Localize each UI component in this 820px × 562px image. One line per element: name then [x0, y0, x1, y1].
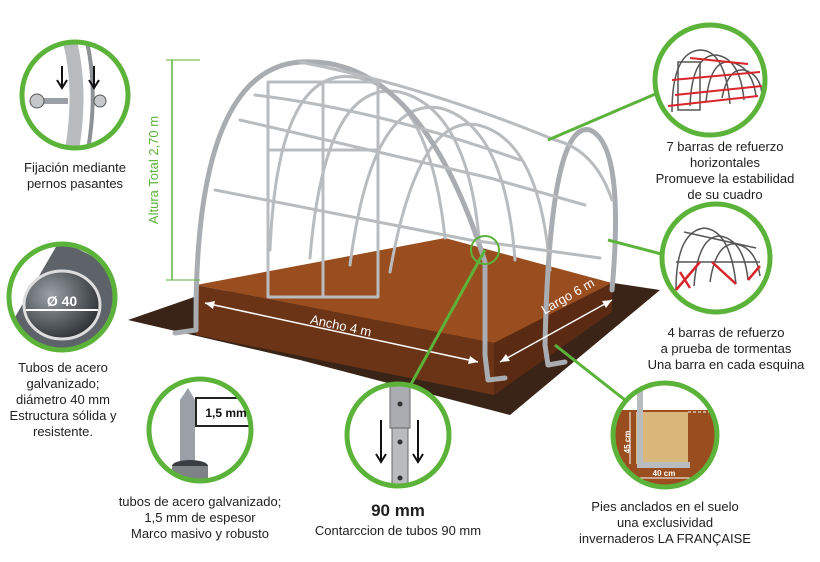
caption-contraction: 90 mm Contarccion de tubos 90 mm [300, 501, 496, 539]
storm-bars-illustration [675, 227, 761, 291]
caption-line: horizontales [689, 155, 761, 170]
soil-bed-side [494, 283, 612, 395]
contraction-illustration [375, 384, 424, 486]
caption-line: Tubos de acero [18, 360, 108, 375]
caption-thickness: tubos de acero galvanizado; 1,5 mm de es… [110, 494, 290, 542]
height-label: Altura Total 2,70 m [146, 116, 161, 224]
caliper-illustration [172, 388, 251, 481]
foot-depth-label: 45 cm [623, 431, 632, 454]
caption-line: Contarccion de tubos 90 mm [314, 523, 482, 538]
caption-feet: Pies anclados en el suelo una exclusivid… [570, 499, 760, 547]
caption-bolts: Fijación mediante pernos pasantes [0, 160, 150, 192]
caption-line: pernos pasantes [26, 176, 124, 191]
caption-line: invernaderos LA FRANÇAISE [579, 531, 751, 546]
diameter-badge: Ø 40 [47, 293, 78, 309]
caption-line: diámetro 40 mm [16, 392, 110, 407]
contraction-title: 90 mm [371, 501, 425, 520]
foot-width-label: 40 cm [653, 469, 676, 478]
caption-line: resistente. [33, 424, 93, 439]
caption-line: 7 barras de refuerzo [666, 139, 784, 154]
soil-bed-top [196, 238, 612, 343]
tube-illustration [9, 244, 115, 350]
bolts-illustration [29, 42, 107, 148]
caption-line: una exclusividad [616, 515, 714, 530]
caption-tubes: Tubos de acero galvanizado; diámetro 40 … [0, 360, 126, 440]
caption-line: 1,5 mm de espesor [144, 510, 256, 525]
callout-connectors [408, 90, 666, 402]
caption-line: galvanizado; [26, 376, 100, 391]
thickness-badge: 1,5 mm [205, 406, 246, 420]
caption-line: Marco masivo y robusto [131, 526, 269, 541]
greenhouse-frame [172, 59, 619, 383]
caption-horizontal-bars: 7 barras de refuerzo horizontales Promue… [640, 139, 810, 203]
horizontal-bars-illustration [667, 49, 763, 113]
joint-highlight [470, 235, 500, 265]
caption-line: Pies anclados en el suelo [591, 499, 739, 514]
length-dimension [499, 299, 613, 363]
caption-line: a prueba de tormentas [660, 341, 792, 356]
caption-line: de su cuadro [687, 187, 763, 202]
width-dimension [204, 301, 479, 364]
caption-line: tubos de acero galvanizado; [118, 494, 282, 509]
caption-line: Estructura sólida y [9, 408, 117, 423]
caption-line: 4 barras de refuerzo [667, 325, 785, 340]
caption-line: Una barra en cada esquina [647, 357, 805, 372]
caption-line: Promueve la estabilidad [655, 171, 795, 186]
caption-storm-bars: 4 barras de refuerzo a prueba de torment… [632, 325, 820, 373]
caption-line: Fijación mediante [24, 160, 126, 175]
